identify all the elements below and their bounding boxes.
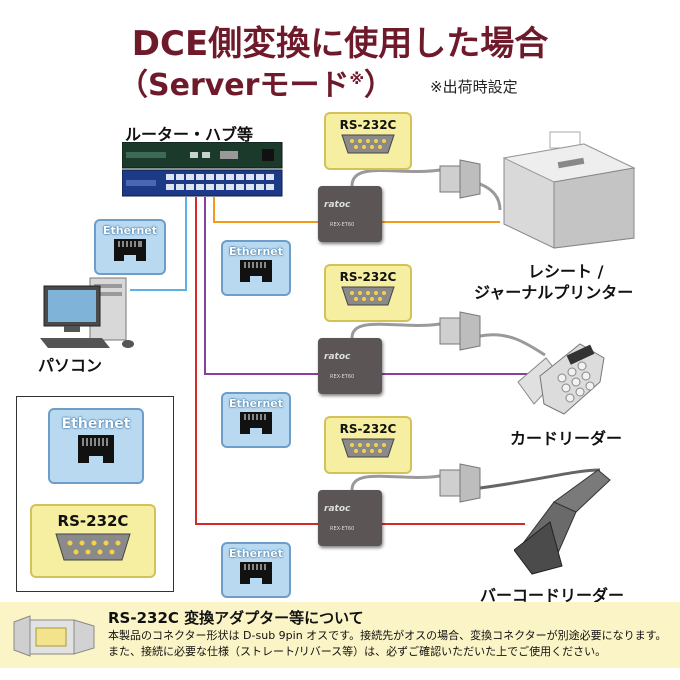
db9-icon xyxy=(55,533,131,561)
adapter-model: REX-ET60 xyxy=(330,374,355,380)
page-subtitle: （Serverモード※） xyxy=(118,68,395,103)
ethernet-bubble-1: Ethernet xyxy=(221,240,291,296)
pc-icon xyxy=(40,277,134,348)
factory-default-note: ※出荷時設定 xyxy=(430,78,518,96)
adapter-brand: ratoc xyxy=(324,352,351,362)
info-panel xyxy=(0,602,680,668)
printer-icon xyxy=(502,131,636,249)
adapter-model: REX-ET60 xyxy=(330,222,355,228)
card-reader-icon xyxy=(517,343,605,415)
rj45-icon xyxy=(240,260,272,282)
serial-cable-2 xyxy=(350,322,441,339)
legend-ethernet: Ethernet xyxy=(48,408,144,484)
rj45-icon xyxy=(78,435,114,464)
pc-label: パソコン xyxy=(38,356,103,375)
ethernet-bubble-3: Ethernet xyxy=(221,542,291,598)
legend-rs232c: RS-232C xyxy=(30,504,156,578)
printer-label-2: ジャーナルプリンター xyxy=(474,283,634,302)
rs232c-bubble-2: RS-232C xyxy=(324,264,412,322)
info-line-2: また、接続に必要な仕様（ストレート/リバース等）は、必ずご確認いただいた上でご使… xyxy=(108,645,607,658)
db9-icon xyxy=(341,286,395,306)
ethernet-bubble-2: Ethernet xyxy=(221,392,291,448)
serial-adapter-3: ratoc REX-ET60 xyxy=(318,490,382,546)
rj45-icon xyxy=(240,412,272,434)
serial-adapter-1: ratoc REX-ET60 xyxy=(318,186,382,242)
barcode-reader-icon xyxy=(514,469,611,575)
printer-label-1: レシート / xyxy=(528,262,604,281)
card-cable xyxy=(479,333,546,357)
db9-icon xyxy=(341,134,395,154)
adapter-model: REX-ET60 xyxy=(330,526,355,532)
printer-cable xyxy=(479,182,502,211)
rs232c-bubble-3: RS-232C xyxy=(324,416,412,474)
adapter-brand: ratoc xyxy=(324,504,351,514)
db9-plug-icon xyxy=(439,159,481,199)
serial-cable-3 xyxy=(350,474,441,491)
serial-cable-1 xyxy=(350,168,441,187)
line-hub-adapter2 xyxy=(204,197,318,375)
gender-changer-icon xyxy=(13,615,95,657)
line-hub-pc xyxy=(130,197,187,291)
hub-icon xyxy=(122,142,283,197)
barcode-reader-label: バーコードリーダー xyxy=(480,586,625,605)
hub-label: ルーター・ハブ等 xyxy=(125,125,254,144)
line-hub-adapter3 xyxy=(195,197,318,525)
rj45-icon xyxy=(114,239,146,261)
info-line-1: 本製品のコネクター形状は D-sub 9pin オスです。接続先がオスの場合、変… xyxy=(108,629,667,642)
info-title: RS-232C 変換アダプター等について xyxy=(108,609,364,627)
db9-plug-icon xyxy=(439,311,481,351)
rs232c-bubble-1: RS-232C xyxy=(324,112,412,170)
barcode-cable xyxy=(479,468,601,490)
serial-adapter-2: ratoc REX-ET60 xyxy=(318,338,382,394)
rj45-icon xyxy=(240,562,272,584)
db9-plug-icon xyxy=(439,463,481,503)
db9-icon xyxy=(341,438,395,458)
page-title: DCE側変換に使用した場合 xyxy=(131,24,549,64)
card-reader-label: カードリーダー xyxy=(510,429,623,448)
line-hub-adapter1 xyxy=(213,197,318,223)
adapter-brand: ratoc xyxy=(324,200,351,210)
ethernet-bubble-pc: Ethernet xyxy=(94,219,166,275)
